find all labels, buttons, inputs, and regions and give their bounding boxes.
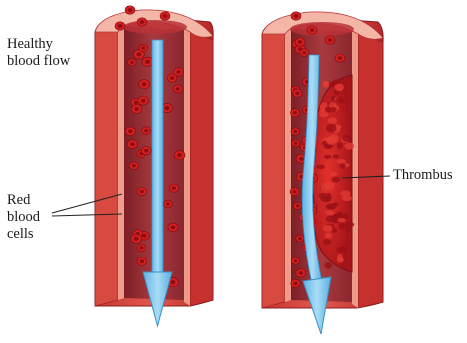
red-blood-cell [174, 151, 185, 160]
red-blood-cell [296, 269, 306, 277]
red-blood-cell [335, 54, 345, 63]
red-blood-cell [295, 38, 305, 47]
vessel-wall-left-band [95, 26, 118, 306]
clot-cell [342, 134, 351, 142]
red-blood-cell [142, 127, 151, 135]
red-blood-cell [291, 279, 300, 287]
red-blood-cell [290, 188, 299, 196]
clot-cell [325, 204, 335, 210]
clot-cell [325, 106, 332, 112]
clot-cell [337, 247, 347, 253]
clot-cell [325, 233, 332, 239]
red-blood-cell [138, 80, 149, 89]
red-blood-cell [127, 140, 137, 149]
red-blood-cell [291, 12, 301, 21]
clot-cell [339, 222, 345, 230]
clot-cell [324, 262, 332, 268]
red-blood-cell [142, 57, 153, 66]
healthy-blood-flow-label: Healthy blood flow [7, 36, 70, 70]
red-blood-cell [125, 127, 135, 136]
red-blood-cell [296, 235, 304, 242]
red-blood-cell [293, 89, 302, 97]
clot-cell [336, 96, 343, 103]
red-blood-cell [128, 59, 136, 66]
red-blood-cell [290, 109, 299, 117]
red-blood-cell [160, 12, 170, 21]
vessel-wall-right-band [358, 32, 383, 308]
clot-cell [326, 124, 337, 133]
red-blood-cell [137, 187, 147, 195]
clot-cell [332, 177, 341, 183]
clot-cell [340, 191, 351, 197]
red-blood-cell [173, 85, 183, 93]
thrombus-vessel [262, 12, 383, 308]
clot-cell [324, 155, 331, 159]
vessel-wall-left-band [262, 28, 285, 308]
clot-cell [323, 81, 329, 88]
vessel-wall-right-band [190, 30, 213, 306]
clot-cell [323, 239, 331, 245]
clot-cell [316, 165, 325, 169]
clot-cell [337, 218, 346, 222]
red-blood-cell [139, 44, 148, 52]
clot-cell [326, 136, 336, 145]
clot-cell [323, 225, 333, 232]
red-blood-cell [137, 257, 147, 265]
clot-cell [328, 117, 337, 124]
thrombus-label: Thrombus [393, 167, 453, 184]
clot-cell [335, 84, 344, 91]
red-blood-cell [300, 49, 309, 57]
red-blood-cell [115, 22, 125, 31]
clot-cell [329, 172, 337, 176]
red-blood-cell [131, 234, 142, 243]
red-blood-cell [168, 223, 178, 232]
clot-cell [326, 211, 335, 216]
red-blood-cell [137, 244, 146, 252]
red-blood-cell [141, 147, 151, 155]
red-blood-cell [293, 202, 302, 209]
clot-cell [337, 143, 343, 149]
red-blood-cell [138, 96, 148, 105]
red-blood-cell [129, 162, 138, 170]
red-blood-cell [307, 26, 317, 35]
red-blood-cell [167, 74, 177, 82]
red-blood-cells-label: Red blood cells [7, 192, 40, 243]
clot-cell [345, 227, 351, 233]
clot-cell [324, 182, 334, 190]
red-blood-cell [292, 140, 300, 147]
clot-cell [332, 154, 339, 158]
red-blood-cell [137, 18, 147, 27]
red-blood-cell [325, 36, 335, 45]
clot-cell [337, 254, 343, 261]
red-blood-cell [291, 257, 299, 264]
red-blood-cell [131, 105, 142, 114]
red-blood-cell [291, 128, 300, 135]
red-blood-cell [169, 184, 179, 192]
clot-cell [340, 163, 345, 169]
red-blood-cell [164, 200, 173, 207]
clot-cell [344, 143, 354, 150]
clot-cell [320, 196, 330, 203]
clot-cell [336, 159, 346, 163]
red-blood-cell [125, 6, 135, 15]
clot-cell [344, 222, 354, 227]
